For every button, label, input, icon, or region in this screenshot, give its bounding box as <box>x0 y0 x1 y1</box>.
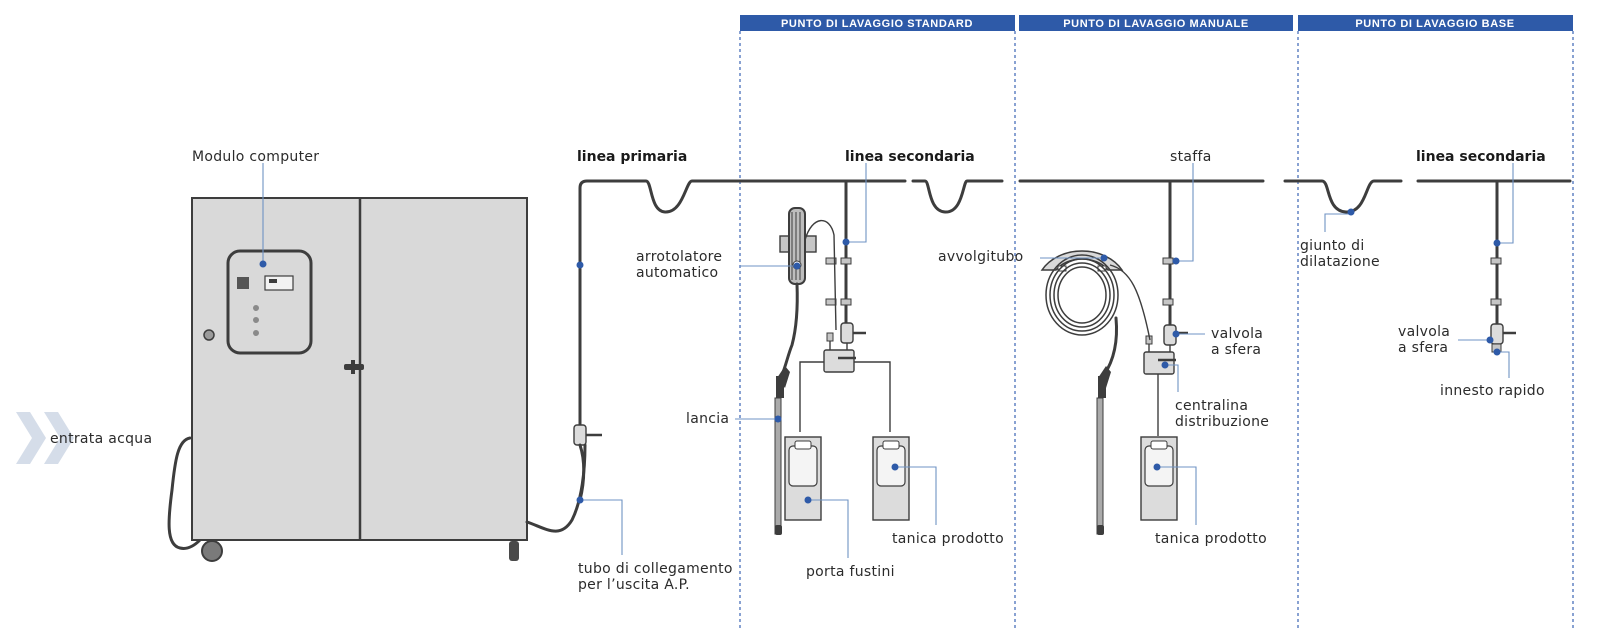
section-title-base: PUNTO DI LAVAGGIO BASE <box>1355 18 1514 30</box>
valvola-1-label-2: a sfera <box>1211 342 1261 358</box>
chevron-right-icon <box>16 412 74 464</box>
giunto-label-1: giunto di <box>1300 238 1365 254</box>
valvola-2-label-2: a sfera <box>1398 340 1448 356</box>
centralina-label-2: distribuzione <box>1175 414 1269 430</box>
computer-module <box>226 249 313 355</box>
wheel-icon <box>509 541 519 561</box>
linea-secondaria-label-1: linea secondaria <box>845 149 975 165</box>
tanica-prodotto-label-2: tanica prodotto <box>1155 531 1267 547</box>
arrotolatore-label-1: arrotolatore <box>636 249 722 265</box>
arrotolatore-label-2: automatico <box>636 265 718 281</box>
section-title-manuale: PUNTO DI LAVAGGIO MANUALE <box>1063 18 1249 30</box>
cabinet <box>167 197 528 562</box>
inlet-hose <box>167 436 202 550</box>
valvola-1-label-1: valvola <box>1211 326 1263 342</box>
tanica-prodotto-label-1: tanica prodotto <box>892 531 1004 547</box>
outlet-hose <box>525 443 587 533</box>
staffa-label: staffa <box>1170 149 1212 165</box>
modulo-computer-label: Modulo computer <box>192 149 319 165</box>
section-title-standard: PUNTO DI LAVAGGIO STANDARD <box>781 18 973 30</box>
section-header-manuale: PUNTO DI LAVAGGIO MANUALE <box>1019 15 1293 31</box>
linea-secondaria-label-2: linea secondaria <box>1416 149 1546 165</box>
porta-fustini-label: porta fustini <box>806 564 895 580</box>
standard-station <box>774 179 910 535</box>
entrata-acqua-label: entrata acqua <box>50 431 152 447</box>
lock-icon <box>203 329 215 341</box>
valvola-2-label-1: valvola <box>1398 324 1450 340</box>
primary-line <box>573 179 1572 502</box>
section-header-standard: PUNTO DI LAVAGGIO STANDARD <box>740 15 1015 31</box>
avvolgitubo-label: avvolgitubo <box>938 249 1024 265</box>
manuale-station <box>1040 179 1188 535</box>
base-station <box>1490 179 1516 353</box>
linea-primaria-label: linea primaria <box>577 149 687 165</box>
centralina-label-1: centralina <box>1175 398 1248 414</box>
innesto-rapido-label: innesto rapido <box>1440 383 1545 399</box>
giunto-label-2: dilatazione <box>1300 254 1380 270</box>
tubo-collegamento-label-1: tubo di collegamento <box>578 561 733 577</box>
section-header-base: PUNTO DI LAVAGGIO BASE <box>1298 15 1573 31</box>
tubo-collegamento-label-2: per l’uscita A.P. <box>578 577 690 593</box>
lancia-label: lancia <box>686 411 729 427</box>
wheel-icon <box>201 540 223 562</box>
